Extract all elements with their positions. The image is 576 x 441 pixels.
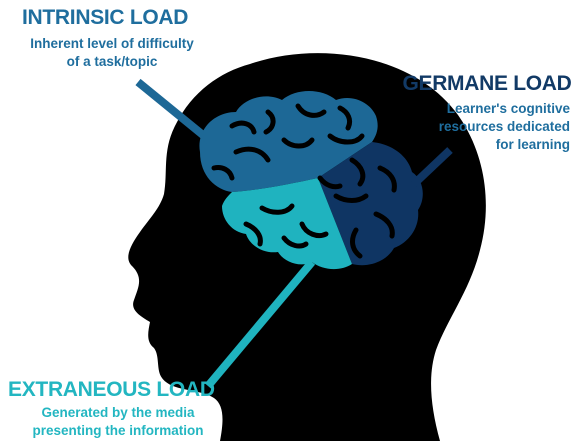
intrinsic-title: INTRINSIC LOAD xyxy=(22,6,202,30)
extraneous-title: EXTRANEOUS LOAD xyxy=(8,378,228,402)
extraneous-description: Generated by the media presenting the in… xyxy=(8,404,228,440)
germane-desc-line-1: Learner's cognitive xyxy=(400,100,570,118)
intrinsic-desc-line-2: of a task/topic xyxy=(22,53,202,71)
germane-title: GERMANE LOAD xyxy=(400,72,574,96)
germane-description: Learner's cognitive resources dedicated … xyxy=(400,100,574,154)
extraneous-desc-line-2: presenting the information xyxy=(8,422,228,440)
germane-label: GERMANE LOAD Learner's cognitive resourc… xyxy=(400,72,574,154)
extraneous-desc-line-1: Generated by the media xyxy=(8,404,228,422)
germane-desc-line-3: for learning xyxy=(400,136,570,154)
intrinsic-label: INTRINSIC LOAD Inherent level of difficu… xyxy=(22,6,202,71)
intrinsic-description: Inherent level of difficulty of a task/t… xyxy=(22,35,202,71)
germane-desc-line-2: resources dedicated xyxy=(400,118,570,136)
intrinsic-desc-line-1: Inherent level of difficulty xyxy=(22,35,202,53)
extraneous-label: EXTRANEOUS LOAD Generated by the media p… xyxy=(8,378,228,440)
